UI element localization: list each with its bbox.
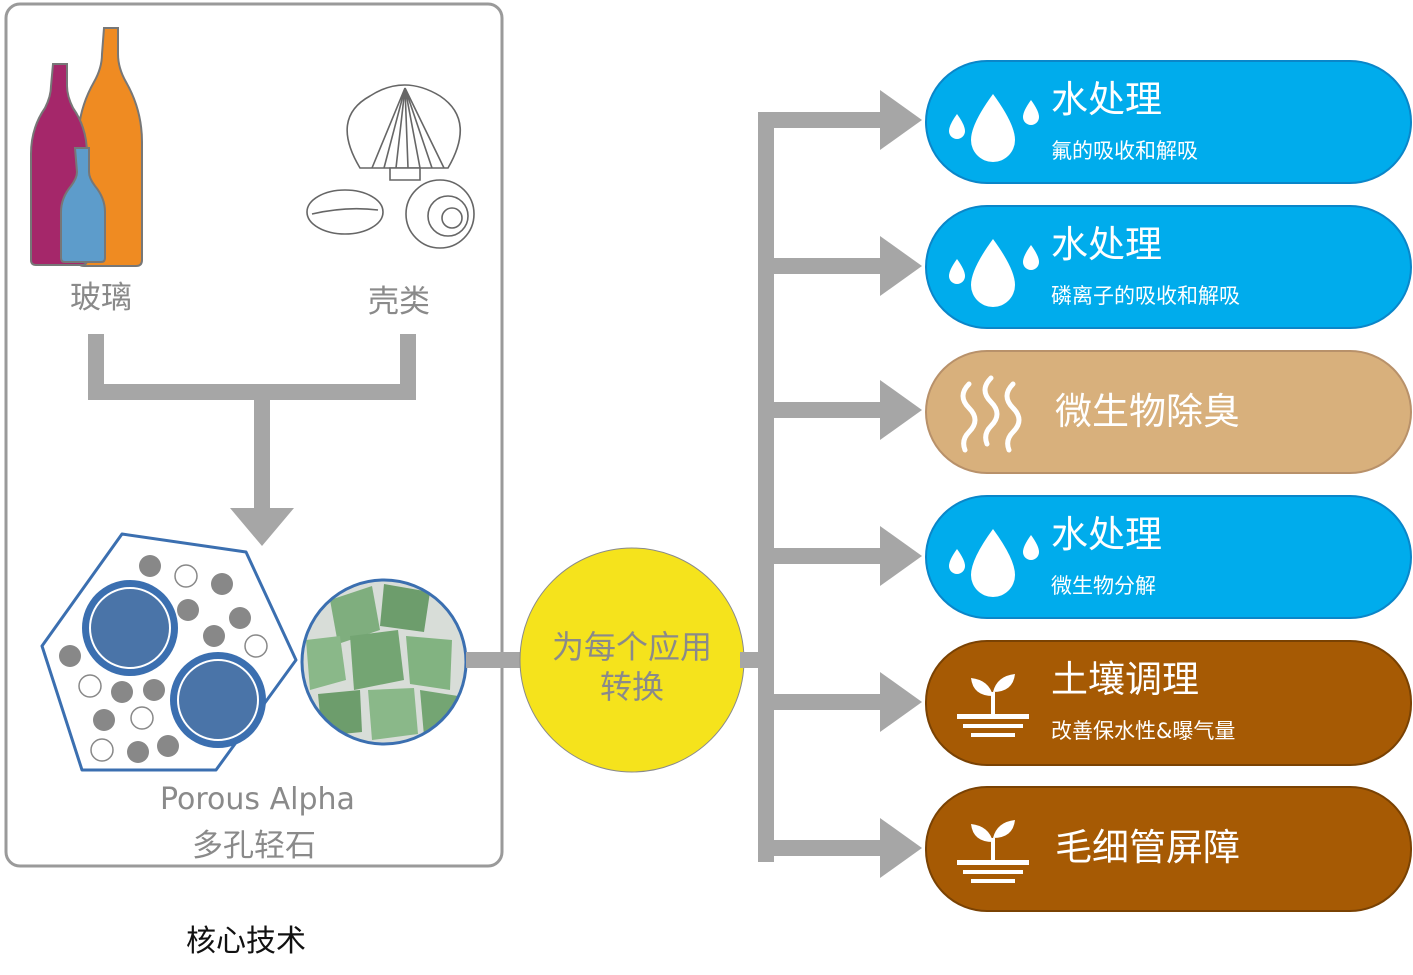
branch-arrow-shaft xyxy=(766,840,886,856)
branch-arrow-shaft xyxy=(766,402,886,418)
application-title: 微生物除臭 xyxy=(1055,390,1240,433)
branch-arrow-head xyxy=(880,380,922,440)
sprout-soil-icon xyxy=(957,820,1029,883)
branch-arrow-head xyxy=(880,236,922,296)
branch-arrows xyxy=(766,90,922,878)
application-water-phosphate: 水处理 磷离子的吸收和解吸 xyxy=(925,205,1412,329)
branch-arrow-shaft xyxy=(766,258,886,274)
application-water-fluoride: 水处理 氟的吸收和解吸 xyxy=(925,60,1412,184)
application-deodorization: 微生物除臭 xyxy=(925,350,1412,474)
application-title: 水处理 xyxy=(1051,513,1162,556)
sprout-soil-icon xyxy=(957,674,1029,737)
application-title: 水处理 xyxy=(1051,78,1162,121)
branch-arrow-head xyxy=(880,90,922,150)
glass-bottles-icon xyxy=(30,27,143,267)
application-subtitle: 改善保水性&曝气量 xyxy=(1051,719,1236,743)
water-drops-icon xyxy=(949,94,1039,162)
product-name-en: Porous Alpha xyxy=(160,782,355,817)
porous-stone-photo xyxy=(300,578,468,746)
down-arrow-head xyxy=(230,508,294,546)
odor-waves-icon xyxy=(960,375,1022,453)
core-technology-label: 核心技术 xyxy=(186,924,306,959)
water-drops-icon xyxy=(949,239,1039,307)
shells-icon xyxy=(306,84,475,249)
branch-arrow-shaft xyxy=(766,694,886,710)
application-title: 土壤调理 xyxy=(1051,658,1199,701)
branch-arrow-head xyxy=(880,818,922,878)
application-subtitle: 磷离子的吸收和解吸 xyxy=(1051,284,1240,308)
application-subtitle: 微生物分解 xyxy=(1051,574,1156,598)
branch-arrow-shaft xyxy=(766,112,886,128)
merge-connector xyxy=(88,334,416,510)
connector-to-converter xyxy=(466,652,528,668)
shell-label: 壳类 xyxy=(368,284,430,320)
glass-label: 玻璃 xyxy=(70,280,132,316)
product-name-cn: 多孔轻石 xyxy=(192,828,316,864)
water-drops-icon xyxy=(949,529,1039,597)
application-title: 毛细管屏障 xyxy=(1055,826,1240,869)
converter-line-2: 转换 xyxy=(599,668,664,706)
branch-arrow-head xyxy=(880,672,922,732)
application-capillary-barrier: 毛细管屏障 xyxy=(925,786,1412,912)
porous-structure-hexagon xyxy=(40,532,298,772)
branch-arrow-shaft xyxy=(766,548,886,564)
distribution-trunk xyxy=(758,112,774,862)
branch-arrow-head xyxy=(880,526,922,586)
application-water-microbial: 水处理 微生物分解 xyxy=(925,495,1412,619)
application-soil-conditioning: 土壤调理 改善保水性&曝气量 xyxy=(925,640,1412,766)
converter-line-1: 为每个应用 xyxy=(551,628,712,666)
application-title: 水处理 xyxy=(1051,223,1162,266)
application-subtitle: 氟的吸收和解吸 xyxy=(1051,139,1198,163)
